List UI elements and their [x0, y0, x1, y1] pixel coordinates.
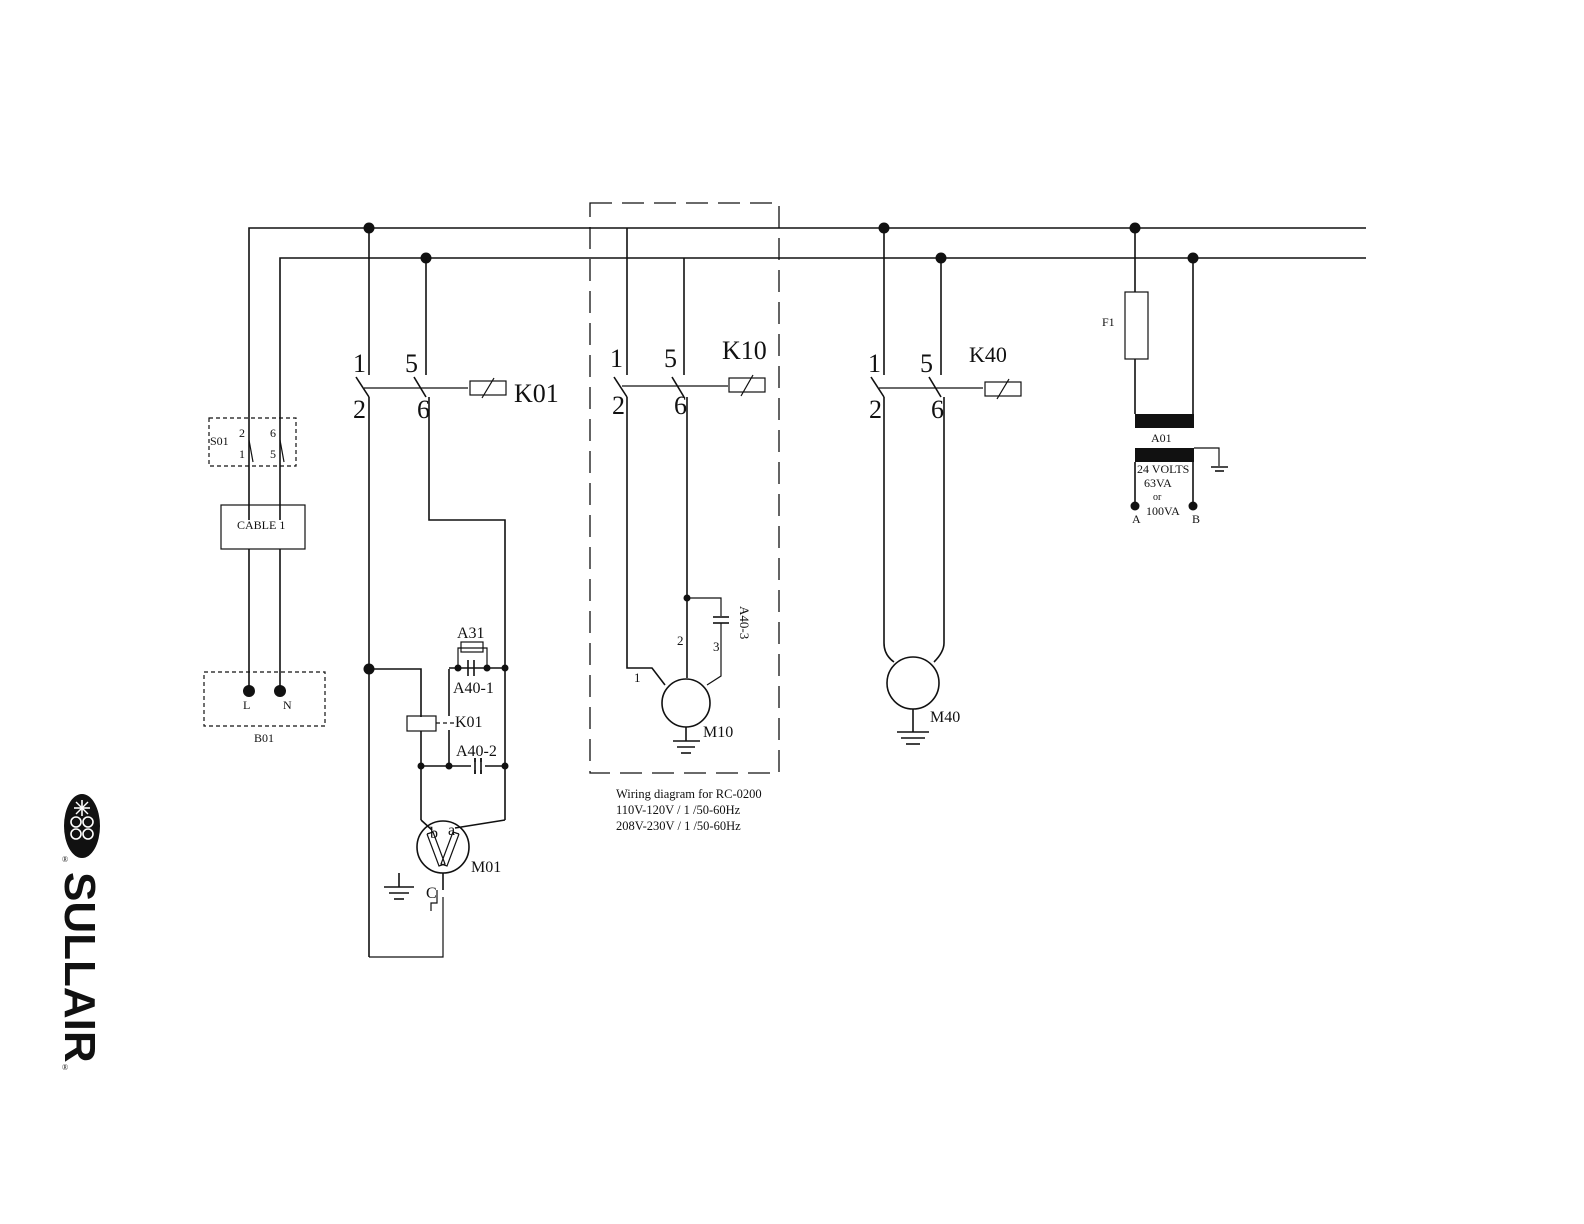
terminal-block-b01: L N B01	[204, 672, 325, 745]
k40-label: K40	[969, 342, 1007, 367]
transformer-a01: F1 A01 24 VOLTS 63VA or 100VA A B	[1102, 223, 1228, 527]
note-line-1: Wiring diagram for RC-0200	[616, 787, 762, 801]
cable-1-label: CABLE 1	[237, 518, 285, 532]
transformer-voltage: 24 VOLTS	[1137, 462, 1189, 476]
a40-3-label: A40-3	[737, 606, 752, 639]
a40-1-label: A40-1	[453, 680, 494, 697]
transformer-or: or	[1153, 492, 1162, 503]
k10-contact-5: 5	[664, 344, 677, 373]
m01-label: M01	[471, 859, 501, 876]
transformer-rating-100: 100VA	[1146, 504, 1180, 518]
k40-contact-6: 6	[931, 395, 944, 424]
switch-s01: S01 2 6 1 5	[209, 418, 296, 466]
terminal-l-label: L	[243, 698, 250, 712]
contactor-k01: 1 5 2 6 K01	[353, 223, 559, 958]
sullair-wordmark: SULLAIR	[55, 872, 104, 1063]
a31-label: A31	[457, 625, 485, 642]
m10-terminal-2: 2	[677, 633, 684, 648]
a40-2-label: A40-2	[456, 743, 497, 760]
s01-terminal-2: 2	[239, 426, 245, 440]
k40-contact-2: 2	[869, 395, 882, 424]
k01-contact-6: 6	[417, 395, 430, 424]
sullair-logo: ® SULLAIR ®	[55, 794, 104, 1072]
k40-contact-5: 5	[920, 349, 933, 378]
k01-contact-5: 5	[405, 349, 418, 378]
registered-mark: ®	[62, 855, 68, 864]
compressor-circuit-m01: A31 A40-1 K01 A40-2 b a C M01	[364, 625, 509, 957]
b01-label: B01	[254, 731, 274, 745]
m40-label: M40	[930, 709, 960, 726]
contactor-k40: 1 5 2 6 K40 M40	[868, 223, 1021, 745]
m10-label: M10	[703, 724, 733, 741]
m10-terminal-3: 3	[713, 639, 720, 654]
transformer-terminal-b: B	[1192, 512, 1200, 526]
k10-contact-6: 6	[674, 391, 687, 420]
m01-terminal-b: b	[430, 825, 438, 842]
registered-mark-2: ®	[62, 1063, 68, 1072]
s01-label: S01	[210, 434, 229, 448]
k01-contact-2: 2	[353, 395, 366, 424]
diagram-note: Wiring diagram for RC-0200 110V-120V / 1…	[616, 787, 762, 833]
module-rc0200-k10: 1 5 2 6 K10 A40-3 1 2 3 M10	[590, 203, 779, 773]
k10-contact-2: 2	[612, 391, 625, 420]
cable-1-box: CABLE 1	[221, 505, 305, 690]
k40-contact-1: 1	[868, 349, 881, 378]
fuse-f1-label: F1	[1102, 315, 1115, 329]
k01-label: K01	[514, 379, 559, 408]
m01-terminal-a: a	[448, 822, 455, 839]
a01-label: A01	[1151, 431, 1172, 445]
s01-terminal-6: 6	[270, 426, 276, 440]
m01-terminal-c: C	[426, 885, 437, 902]
transformer-terminal-a: A	[1132, 512, 1141, 526]
k10-contact-1: 1	[610, 344, 623, 373]
s01-terminal-5: 5	[270, 447, 276, 461]
transformer-rating-63: 63VA	[1144, 476, 1172, 490]
m10-terminal-1: 1	[634, 670, 641, 685]
note-line-2: 110V-120V / 1 /50-60Hz	[616, 803, 741, 817]
terminal-n-label: N	[283, 698, 292, 712]
k01-coil-label: K01	[455, 714, 483, 731]
k01-contact-1: 1	[353, 349, 366, 378]
s01-terminal-1: 1	[239, 447, 245, 461]
k10-label: K10	[722, 336, 767, 365]
note-line-3: 208V-230V / 1 /50-60Hz	[616, 819, 741, 833]
